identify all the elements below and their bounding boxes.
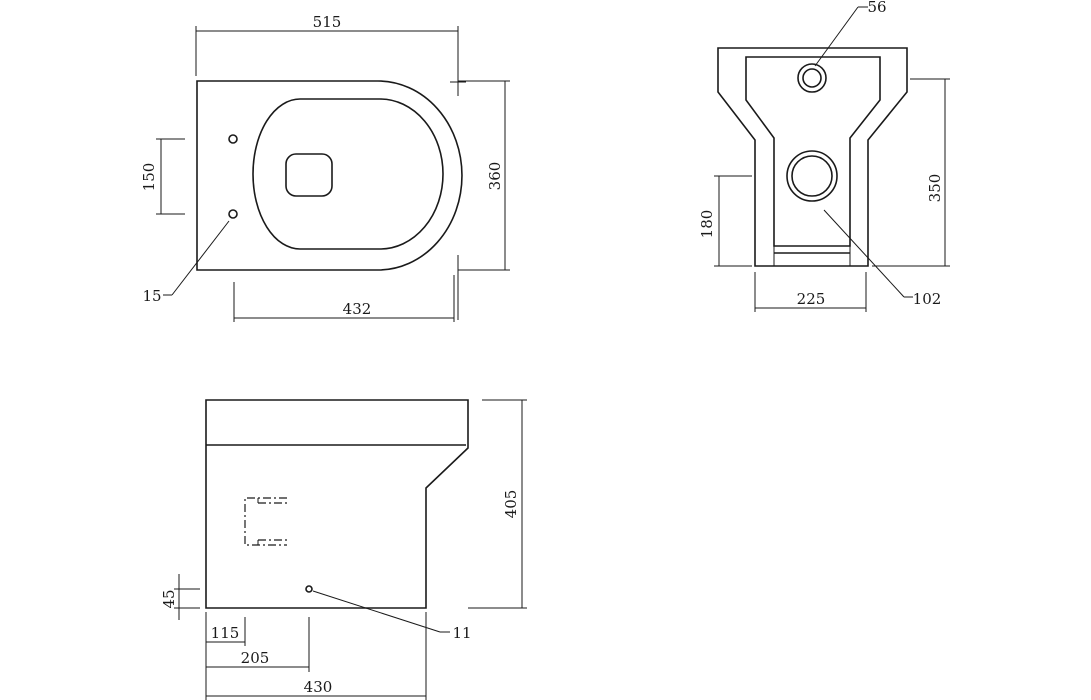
dim-top-length: 515 xyxy=(313,13,342,31)
hidden-bracket xyxy=(244,497,287,546)
side-fixing-hole xyxy=(305,585,313,593)
top-view-outline xyxy=(196,80,463,271)
dim-side-hole: 11 xyxy=(452,624,471,642)
dim-water-inlet: 56 xyxy=(867,0,886,16)
rear-view: 56 350 180 225 102 xyxy=(698,0,950,312)
dim-hole-height: 45 xyxy=(160,589,178,608)
dim-rear-height: 350 xyxy=(926,174,944,203)
fixing-hole-upper xyxy=(228,134,238,144)
rear-view-outline xyxy=(717,47,908,267)
dim-bowl-length: 432 xyxy=(343,300,372,318)
dim-outlet-diameter: 102 xyxy=(913,290,942,308)
outlet xyxy=(786,150,838,202)
dim-hole-offset: 205 xyxy=(241,649,270,667)
top-view: 515 360 150 432 15 xyxy=(140,13,510,322)
seat-opening xyxy=(252,98,444,250)
dim-outlet-height: 180 xyxy=(698,210,716,239)
water-inlet xyxy=(797,63,827,93)
dim-top-width: 360 xyxy=(486,162,504,191)
dim-side-height: 405 xyxy=(502,490,520,519)
dim-base-width: 225 xyxy=(797,290,826,308)
dim-rear-offset: 115 xyxy=(211,624,240,642)
dim-fixing-hole: 15 xyxy=(142,287,161,305)
side-view-outline xyxy=(205,399,469,609)
side-view: 405 45 115 205 430 11 xyxy=(160,399,527,700)
dim-base-length: 430 xyxy=(304,678,333,696)
fixing-hole-lower xyxy=(228,209,238,219)
dim-fixing-spacing: 150 xyxy=(140,163,158,192)
bowl-outlet xyxy=(285,153,333,197)
